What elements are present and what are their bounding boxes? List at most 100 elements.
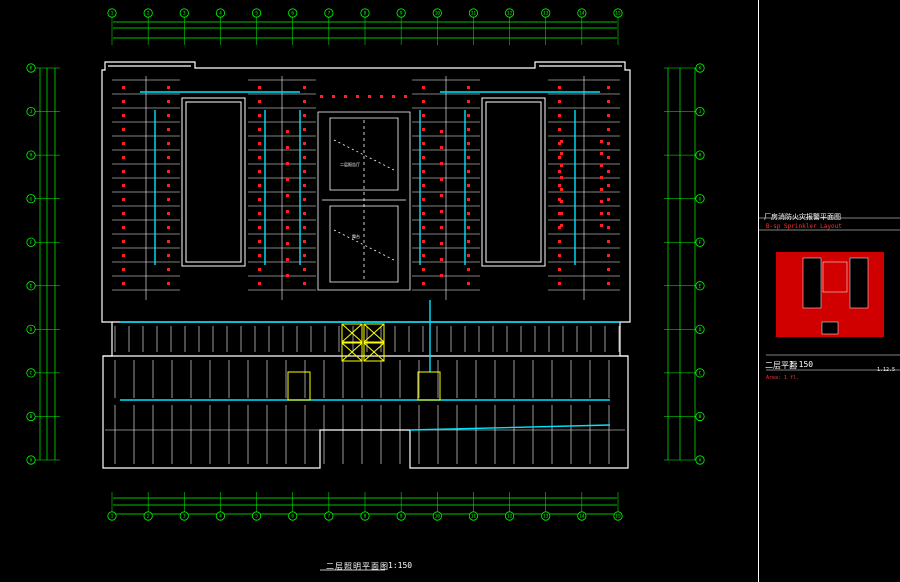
svg-text:3: 3 (183, 11, 186, 17)
axis-bubble-left-H: H (26, 150, 36, 160)
svg-text:B: B (30, 414, 33, 420)
axis-bubble-left-F: F (26, 237, 36, 247)
axis-bubble-right-K: K (695, 63, 705, 73)
axis-bubble-left-D: D (26, 324, 36, 334)
svg-text:D: D (699, 327, 702, 333)
axis-bubble-bottom-10: 10 (432, 511, 442, 521)
svg-text:12: 12 (507, 11, 513, 17)
title-block-date: 1.12.5 (877, 367, 896, 373)
axis-bubble-top-11: 11 (468, 8, 479, 18)
building-outline (101, 61, 631, 469)
svg-text:A: A (30, 458, 33, 464)
axis-bubble-right-F: F (695, 237, 705, 247)
svg-text:8: 8 (364, 514, 367, 520)
axis-bubble-top-1: 1 (107, 8, 117, 18)
axis-bubble-bottom-12: 12 (504, 511, 515, 521)
axis-bubble-right-B: B (695, 411, 705, 422)
title-block-header: 厂房消防火灾报警平面图 (764, 213, 841, 221)
svg-text:G: G (30, 196, 33, 202)
svg-text:14: 14 (579, 514, 585, 520)
axis-bubble-left-G: G (26, 194, 36, 204)
svg-text:9: 9 (400, 11, 403, 17)
axis-bubble-right-D: D (695, 324, 705, 334)
auditorium (317, 111, 411, 291)
axis-bubble-top-2: 2 (143, 8, 153, 18)
room-tag-lower: 舞台 (352, 233, 360, 239)
axis-bubble-bottom-3: 3 (179, 511, 189, 521)
svg-text:5: 5 (255, 514, 258, 520)
axis-bubble-bottom-6: 6 (288, 511, 298, 521)
svg-text:3: 3 (183, 514, 186, 520)
axis-bubble-left-C: C (26, 368, 36, 378)
svg-text:11: 11 (471, 514, 477, 520)
svg-text:2: 2 (147, 11, 150, 17)
title-block-plan-label: 二层平面 (765, 361, 797, 370)
svg-text:8: 8 (364, 11, 367, 17)
svg-text:15: 15 (615, 514, 621, 520)
axis-bubble-right-G: G (695, 194, 705, 204)
axis-bubble-bottom-13: 13 (541, 511, 551, 521)
svg-text:6: 6 (291, 11, 294, 17)
svg-text:4: 4 (219, 11, 222, 17)
axis-bubble-top-6: 6 (288, 8, 298, 18)
svg-text:B: B (699, 414, 702, 420)
axis-bubble-bottom-2: 2 (143, 511, 153, 521)
axis-bubble-left-E: E (26, 281, 36, 291)
dimension-lines-right (667, 68, 696, 460)
svg-text:10: 10 (435, 514, 441, 520)
title-block-small-red-text: Area: 1 fl. (766, 375, 800, 381)
drawing-title: 二层照明平面图 (326, 562, 389, 571)
dimension-lines-left (39, 68, 56, 460)
axis-bubble-bottom-5: 5 (251, 511, 262, 521)
axis-bubble-bottom-14: 14 (577, 511, 587, 521)
svg-text:1: 1 (111, 514, 114, 520)
svg-text:G: G (699, 196, 702, 202)
axis-bubble-left-A: A (26, 455, 36, 465)
svg-text:4: 4 (219, 514, 222, 520)
stair-cores (287, 323, 441, 401)
axis-bubble-top-10: 10 (432, 8, 442, 18)
axis-bubble-top-8: 8 (360, 8, 370, 18)
axis-bubble-left-J: J (26, 106, 36, 117)
axis-bubble-left-K: K (26, 63, 36, 73)
svg-text:E: E (30, 283, 33, 289)
svg-text:13: 13 (543, 11, 549, 17)
courtyards (181, 97, 546, 267)
axis-bubble-top-14: 14 (577, 8, 587, 18)
axis-bubble-left-B: B (26, 411, 36, 422)
svg-text:13: 13 (543, 514, 549, 520)
svg-text:15: 15 (615, 11, 621, 17)
room-partitions (105, 76, 625, 464)
svg-text:H: H (699, 153, 702, 159)
axis-bubble-right-E: E (695, 281, 705, 291)
svg-text:2: 2 (147, 514, 150, 520)
svg-text:6: 6 (291, 514, 294, 520)
axis-bubble-top-12: 12 (504, 8, 515, 18)
svg-text:7: 7 (327, 514, 330, 520)
ducts (120, 91, 620, 431)
axis-bubble-bottom-7: 7 (324, 511, 334, 521)
svg-text:J: J (699, 109, 702, 115)
axis-bubble-bottom-4: 4 (215, 511, 226, 521)
axis-bubble-right-H: H (695, 150, 705, 160)
svg-text:J: J (30, 109, 33, 115)
sidebar-thumbnail (758, 217, 900, 371)
svg-text:F: F (30, 240, 33, 246)
title-block-panel (758, 0, 900, 582)
svg-text:12: 12 (507, 514, 513, 520)
svg-text:C: C (699, 370, 702, 376)
axis-bubble-right-J: J (695, 106, 705, 117)
svg-text:11: 11 (471, 11, 477, 17)
svg-text:1: 1 (111, 11, 114, 17)
axis-bubble-bottom-8: 8 (360, 511, 370, 521)
svg-text:K: K (699, 66, 702, 72)
svg-text:7: 7 (327, 11, 330, 17)
axis-bubble-top-4: 4 (215, 8, 226, 18)
title-block-red-label: B-sp Sprinkler Layout (766, 223, 842, 230)
svg-text:9: 9 (400, 514, 403, 520)
title-block-plan-scale: 1:150 (789, 360, 814, 369)
